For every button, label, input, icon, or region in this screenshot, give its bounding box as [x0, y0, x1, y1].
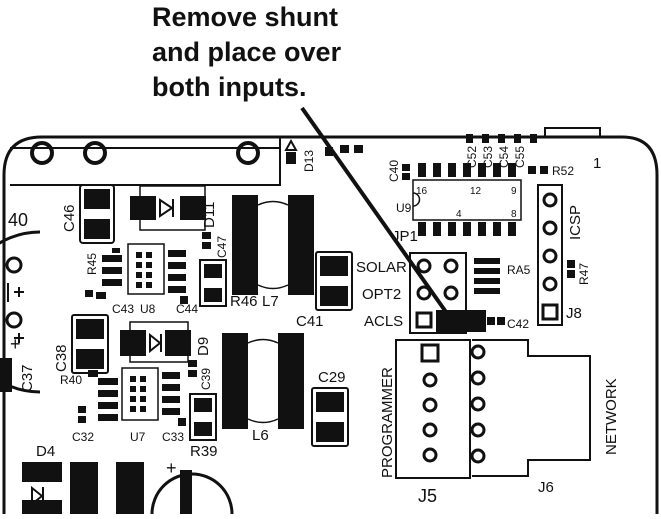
label-c53: C53: [481, 146, 495, 168]
label-u7: U7: [130, 430, 146, 444]
u9-ic: 16 12 9 4 8: [412, 163, 522, 236]
label-c44: C44: [176, 302, 198, 316]
label-l6: L6: [252, 427, 269, 444]
shunt: [436, 310, 486, 332]
label-c33: C33: [162, 430, 184, 444]
u9-pin9: 9: [511, 186, 517, 197]
label-c55: C55: [513, 146, 527, 168]
label-r45: R45: [85, 253, 99, 275]
label-jp1: JP1: [392, 228, 418, 245]
label-u9: U9: [396, 201, 412, 215]
label-c29: C29: [318, 369, 346, 386]
label-c39: C39: [199, 368, 213, 390]
d9-diode: [120, 321, 191, 363]
callout-line-1: Remove shunt: [152, 2, 338, 32]
label-r40: R40: [60, 373, 82, 387]
icsp-header: [537, 184, 563, 326]
label-c52: C52: [465, 146, 479, 168]
c41-capacitor: [315, 251, 353, 311]
top-left-connector: [10, 138, 281, 186]
label-opt2: OPT2: [362, 286, 401, 303]
d4-diode: [22, 462, 62, 514]
u9-pin8: 8: [511, 209, 517, 220]
label-l7: L7: [262, 293, 279, 310]
label-acls: ACLS: [364, 313, 403, 330]
l7-inductor: [232, 195, 314, 295]
label-c32: C32: [72, 430, 94, 444]
callout-line-3: both inputs.: [152, 72, 306, 102]
label-d13: D13: [302, 150, 316, 172]
label-40: 40: [8, 210, 28, 230]
label-c46: C46: [61, 204, 78, 232]
c52-c55-pads: [466, 134, 537, 143]
label-r47: R47: [577, 263, 591, 285]
d13-diode: [284, 138, 298, 164]
jp1-jumper: [409, 252, 505, 334]
c46-capacitor: [79, 184, 115, 244]
label-c43: C43: [112, 302, 134, 316]
d11-diode: [130, 185, 206, 231]
c38-capacitor: [71, 314, 109, 374]
label-d11: D11: [201, 202, 218, 228]
bottom-inductor: [70, 462, 144, 514]
l6-inductor: [222, 333, 304, 429]
j6-connector: [470, 339, 591, 477]
callout-line-2: and place over: [152, 37, 342, 67]
label-j6: J6: [538, 479, 554, 496]
label-c47: C47: [215, 236, 229, 258]
board-outline: [2, 135, 659, 514]
u8-ic: [127, 243, 165, 295]
bottom-capacitor: +: [150, 458, 234, 515]
ra5-array: [474, 258, 500, 294]
label-r39: R39: [190, 443, 218, 460]
label-d9: D9: [195, 337, 212, 356]
label-plus-bottom: +: [166, 458, 177, 478]
label-c38: C38: [53, 344, 70, 372]
u7-right-pads: [162, 372, 186, 426]
top-right-connector: [544, 127, 601, 137]
label-icsp: ICSP: [567, 205, 584, 240]
label-c41: C41: [296, 313, 324, 330]
u8-left-pads: [85, 248, 122, 299]
label-pin1: 1: [593, 155, 601, 172]
label-d4: D4: [36, 443, 55, 460]
label-c42: C42: [507, 317, 529, 331]
label-j8: J8: [566, 305, 582, 322]
label-c54: C54: [497, 146, 511, 168]
callout-arrow: [300, 106, 448, 314]
label-network: NETWORK: [603, 378, 620, 455]
label-c40: C40: [387, 160, 401, 182]
label-r46: R46: [230, 293, 258, 310]
u7-ic: [121, 367, 159, 421]
r46-resistor: [199, 259, 227, 307]
u9-pin12: 12: [470, 186, 482, 197]
r39-resistor: [189, 393, 217, 441]
label-j5: J5: [418, 486, 437, 506]
u9-pin16: 16: [416, 186, 428, 197]
u9-pin4: 4: [456, 209, 462, 220]
label-solar: SOLAR: [356, 259, 407, 276]
label-c37: C37: [19, 364, 36, 392]
label-u8: U8: [140, 302, 156, 316]
label-r52: R52: [552, 164, 574, 178]
u7-left-pads: [78, 370, 118, 423]
u8-right-pads: [168, 250, 188, 304]
label-programmer: PROGRAMMER: [379, 367, 396, 478]
label-ra5: RA5: [507, 263, 531, 277]
label-plus: +: [10, 334, 21, 354]
j5-connector: [395, 339, 471, 479]
c29-capacitor: [311, 387, 349, 447]
